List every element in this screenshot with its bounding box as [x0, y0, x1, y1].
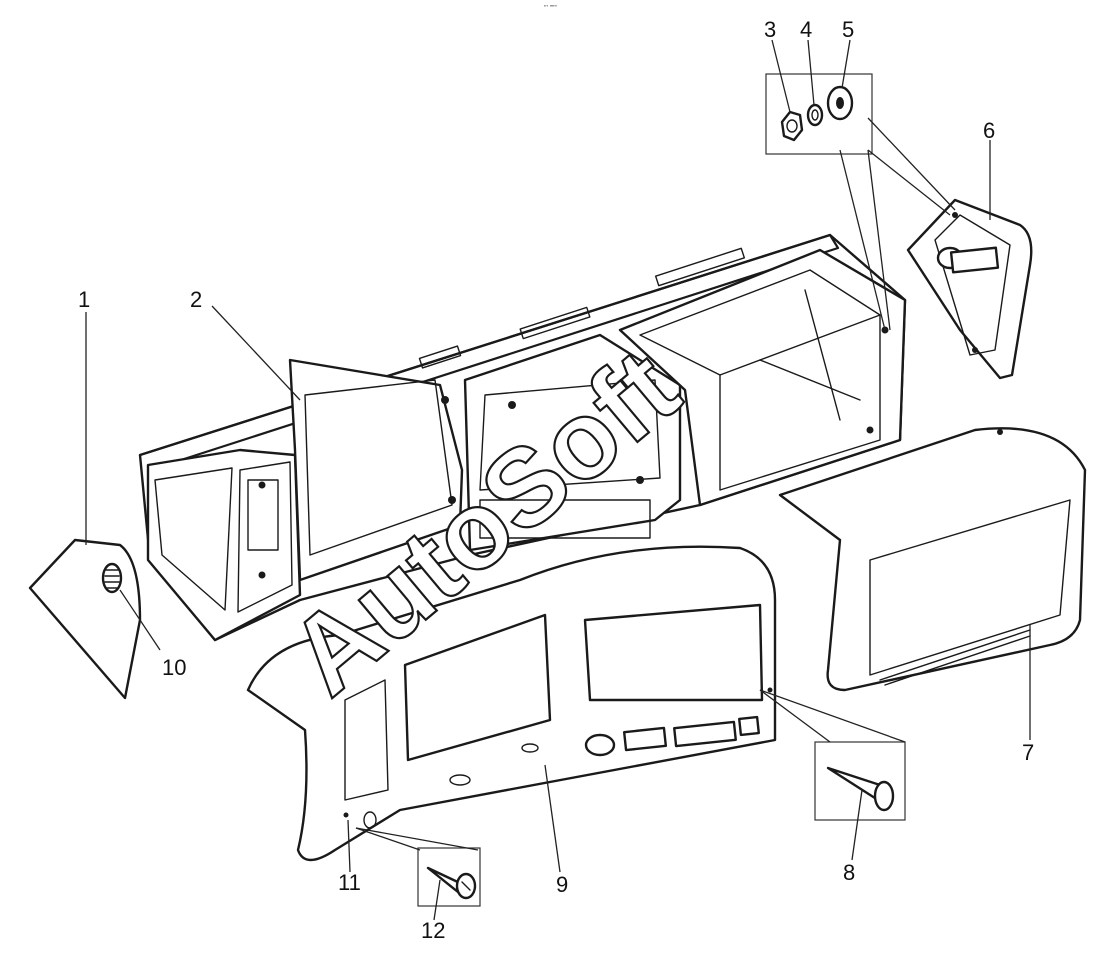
part-8-screw	[759, 689, 906, 821]
part-10-vent-grille	[101, 562, 123, 594]
fastener-group-3-4-5	[765, 73, 956, 331]
callout-4: 4	[800, 17, 812, 42]
callout-9: 9	[556, 872, 568, 897]
callout-12: 12	[421, 918, 445, 943]
top-mark: "’ ”””	[544, 5, 557, 12]
callout-8: 8	[843, 860, 855, 885]
callout-1: 1	[78, 287, 90, 312]
callout-labels: 1 2 3 4 5 6 7 8 9 10 11 12	[78, 17, 1034, 943]
callout-5: 5	[842, 17, 854, 42]
part-4-spring-washer	[806, 103, 824, 127]
callout-3: 3	[764, 17, 776, 42]
callout-7: 7	[1022, 740, 1034, 765]
part-7-right-shroud	[778, 427, 1087, 692]
part-3-nut	[780, 110, 804, 142]
part-6-right-end-cap	[906, 198, 1033, 380]
part-5-flat-washer	[826, 85, 854, 121]
part-2-dashboard-frame	[138, 233, 907, 642]
part-12-screw	[355, 827, 481, 907]
part-1-left-end-cap	[28, 538, 142, 700]
callout-leaders	[85, 39, 1031, 921]
callout-10: 10	[162, 655, 186, 680]
part-9-front-trim-panel	[246, 545, 777, 862]
callout-6: 6	[983, 118, 995, 143]
callout-11: 11	[338, 870, 361, 895]
callout-2: 2	[190, 287, 202, 312]
